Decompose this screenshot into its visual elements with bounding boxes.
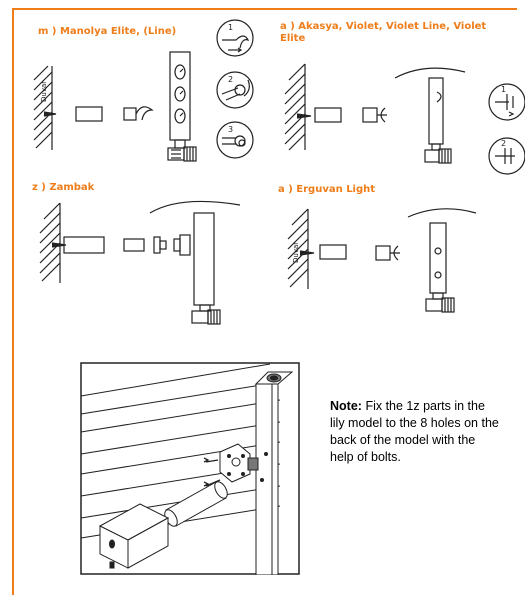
akasya-diagram: 1 2 <box>284 63 525 175</box>
page-frame-top <box>12 8 517 10</box>
note-label: Note: <box>330 399 362 413</box>
zambak-diagram <box>39 200 241 325</box>
wall-label-manolya: Duvar <box>40 81 48 102</box>
erguvan-diagram: Duvar <box>287 208 477 313</box>
section-title-manolya: m ) Manolya Elite, (Line) <box>38 26 177 37</box>
note-text-block: Note: Fix the 1z parts in the lily model… <box>330 398 502 466</box>
section-title-akasya: a ) Akasya, Violet, Violet Line, Violet … <box>280 21 487 44</box>
section-title-erguvan: a ) Erguvan Light <box>278 184 376 195</box>
akasya-step-1: 1 <box>501 85 506 94</box>
step-number-3: 3 <box>228 125 233 134</box>
lily-bolt-detail-illustration <box>80 362 300 575</box>
akasya-step-2: 2 <box>501 139 506 148</box>
wall-label-erguvan: Duvar <box>292 242 300 263</box>
section-title-zambak: z ) Zambak <box>32 182 95 193</box>
page-frame-left <box>12 8 14 595</box>
step-number-2: 2 <box>228 75 233 84</box>
manolya-diagram: Duvar 1 2 3 <box>33 19 254 162</box>
step-number-1: 1 <box>228 23 233 32</box>
note-body: Fix the 1z parts in the lily model to th… <box>330 399 499 464</box>
